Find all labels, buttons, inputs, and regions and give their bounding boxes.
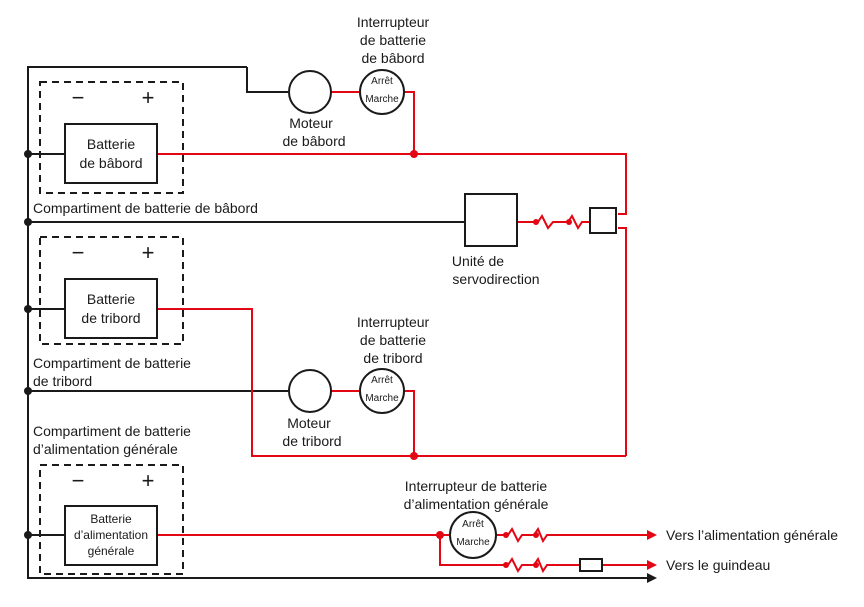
port-minus-sign: − xyxy=(72,85,85,110)
negative-wiring xyxy=(24,66,657,583)
to-house-power-label: Vers l’alimentation générale xyxy=(666,527,838,543)
svg-text:de tribord: de tribord xyxy=(282,433,341,449)
svg-text:Arrêt: Arrêt xyxy=(371,76,393,87)
svg-text:générale: générale xyxy=(88,544,135,558)
starboard-battery-switch: Arrêt Marche xyxy=(359,368,405,414)
house-battery: Batterie d’alimentation générale xyxy=(64,505,158,566)
svg-text:Moteur: Moteur xyxy=(289,115,333,131)
steering-breaker-box xyxy=(589,207,617,234)
house-compartment-label: Compartiment de batterie d’alimentation … xyxy=(33,423,191,457)
svg-text:Moteur: Moteur xyxy=(287,415,331,431)
svg-text:de tribord: de tribord xyxy=(363,350,422,366)
starboard-switch-title: Interrupteur de batterie de tribord xyxy=(357,314,430,366)
house-battery-compartment: − + Batterie d’alimentation générale xyxy=(39,464,184,575)
svg-text:Batterie: Batterie xyxy=(87,291,135,307)
svg-text:d’alimentation: d’alimentation xyxy=(74,528,148,542)
svg-text:de tribord: de tribord xyxy=(81,310,140,326)
svg-text:Marche: Marche xyxy=(365,94,399,105)
svg-text:de tribord: de tribord xyxy=(33,373,92,389)
port-switch-title: Interrupteur de batterie de bâbord xyxy=(357,14,430,66)
starboard-minus-sign: − xyxy=(72,240,85,265)
starboard-compartment-label: Compartiment de batterie de tribord xyxy=(33,355,191,389)
starboard-plus-sign: + xyxy=(142,240,155,265)
svg-text:Interrupteur: Interrupteur xyxy=(357,14,430,30)
starboard-battery: Batterie de tribord xyxy=(64,278,158,339)
svg-text:de bâbord: de bâbord xyxy=(361,50,424,66)
port-battery-compartment: − + Batterie de bâbord xyxy=(39,81,184,194)
svg-text:Marche: Marche xyxy=(365,393,399,404)
house-minus-sign: − xyxy=(72,468,85,493)
port-compartment-label: Compartiment de batterie de bâbord xyxy=(33,200,258,216)
svg-text:de bâbord: de bâbord xyxy=(282,133,345,149)
house-plus-sign: + xyxy=(142,468,155,493)
steering-unit: Unité de servodirection xyxy=(452,193,540,287)
svg-text:Arrêt: Arrêt xyxy=(462,519,484,530)
port-battery: Batterie de bâbord xyxy=(64,123,158,184)
starboard-motor: Moteur de tribord xyxy=(282,369,342,449)
port-plus-sign: + xyxy=(142,85,155,110)
svg-text:Marche: Marche xyxy=(456,537,490,548)
to-windlass-label: Vers le guindeau xyxy=(666,557,770,573)
svg-text:d’alimentation générale: d’alimentation générale xyxy=(404,496,549,512)
svg-text:de bâbord: de bâbord xyxy=(79,155,142,171)
svg-text:Interrupteur de batterie: Interrupteur de batterie xyxy=(405,478,548,494)
svg-text:servodirection: servodirection xyxy=(452,271,539,287)
svg-text:Arrêt: Arrêt xyxy=(371,375,393,386)
positive-wiring xyxy=(157,91,657,574)
svg-text:Batterie: Batterie xyxy=(87,136,135,152)
svg-text:d’alimentation générale: d’alimentation générale xyxy=(33,441,178,457)
svg-text:de batterie: de batterie xyxy=(360,332,426,348)
house-battery-switch: Arrêt Marche xyxy=(449,511,497,559)
svg-text:Interrupteur: Interrupteur xyxy=(357,314,430,330)
svg-text:de batterie: de batterie xyxy=(360,32,426,48)
svg-text:Batterie: Batterie xyxy=(90,512,132,526)
windlass-breaker xyxy=(579,558,603,572)
port-battery-switch: Arrêt Marche xyxy=(359,69,405,115)
port-motor: Moteur de bâbord xyxy=(282,70,346,149)
starboard-battery-compartment: − + Batterie de tribord xyxy=(39,236,184,345)
house-switch-title: Interrupteur de batterie d’alimentation … xyxy=(404,478,549,512)
svg-text:Compartiment de batterie: Compartiment de batterie xyxy=(33,423,191,439)
svg-text:Compartiment de batterie: Compartiment de batterie xyxy=(33,355,191,371)
svg-text:Unité de: Unité de xyxy=(452,253,504,269)
